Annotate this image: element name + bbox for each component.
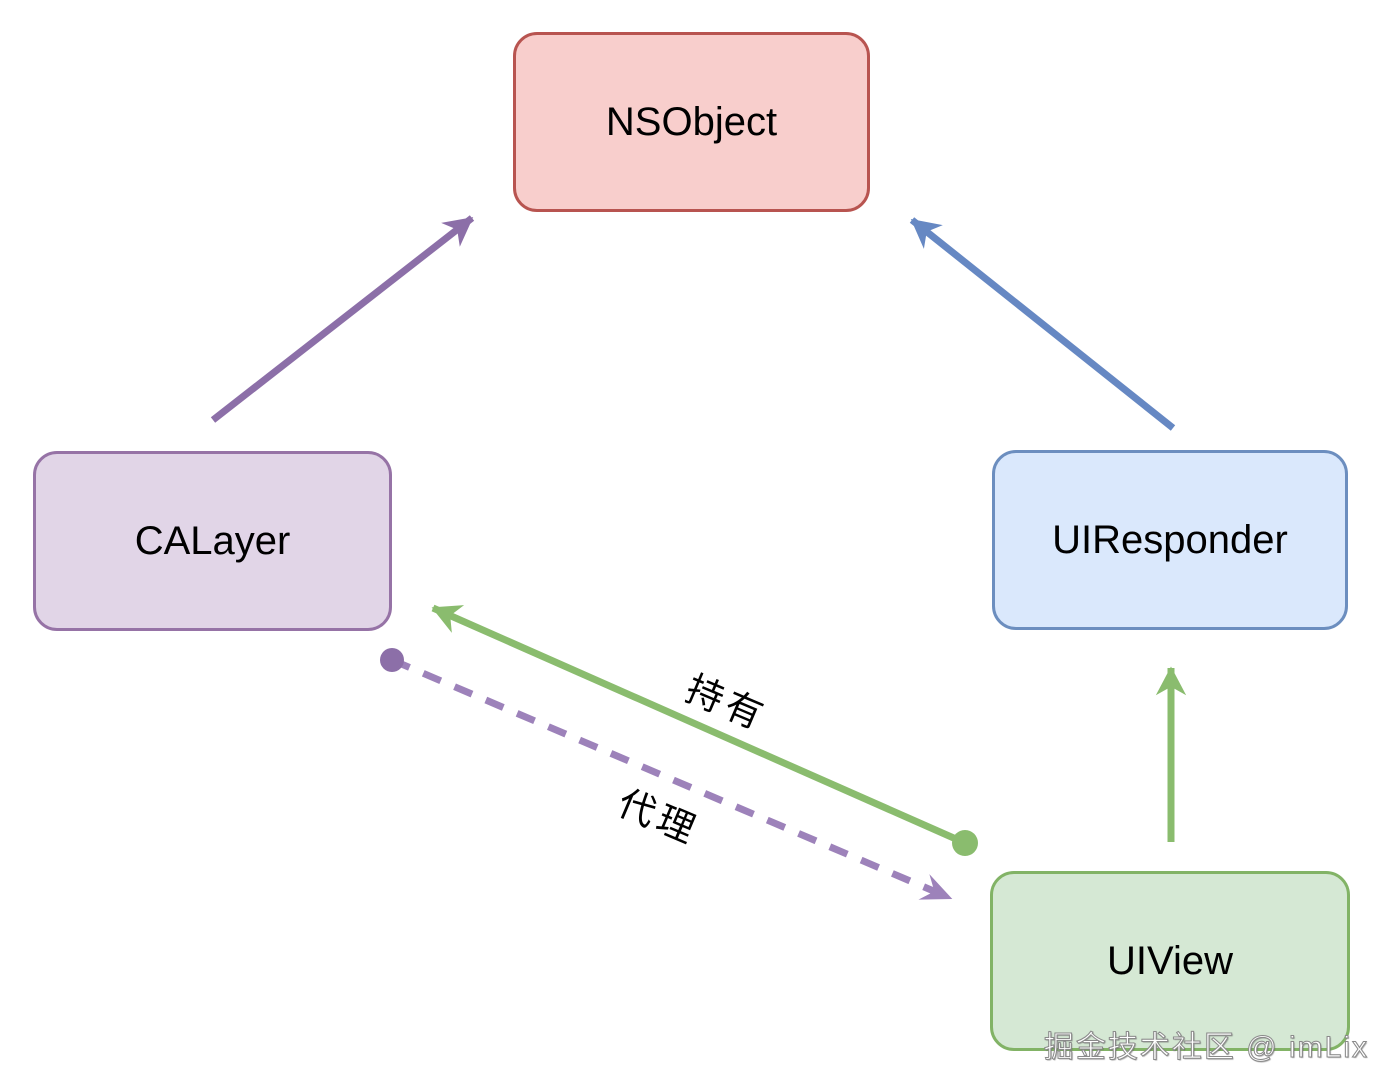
node-calayer-label: CALayer bbox=[134, 518, 291, 563]
edge-source-dot-purple bbox=[380, 648, 404, 672]
watermark: 掘金技术社区 @ imLix bbox=[1043, 1031, 1369, 1065]
edge-calayer-delegate-uiview bbox=[390, 656, 953, 902]
node-calayer: CALayer bbox=[33, 451, 392, 631]
edge-calayer-to-nsobject bbox=[210, 215, 475, 423]
node-nsobject: NSObject bbox=[513, 32, 870, 212]
edge-source-dot-green bbox=[952, 830, 978, 856]
node-uiview: UIView bbox=[990, 871, 1350, 1051]
edge-uiresponder-to-nsobject bbox=[909, 217, 1176, 431]
node-nsobject-label: NSObject bbox=[605, 99, 778, 144]
edge-uiview-holds-calayer bbox=[431, 604, 967, 847]
node-uiresponder: UIResponder bbox=[992, 450, 1348, 630]
node-uiresponder-label: UIResponder bbox=[1052, 517, 1288, 562]
node-uiview-label: UIView bbox=[1107, 938, 1233, 983]
